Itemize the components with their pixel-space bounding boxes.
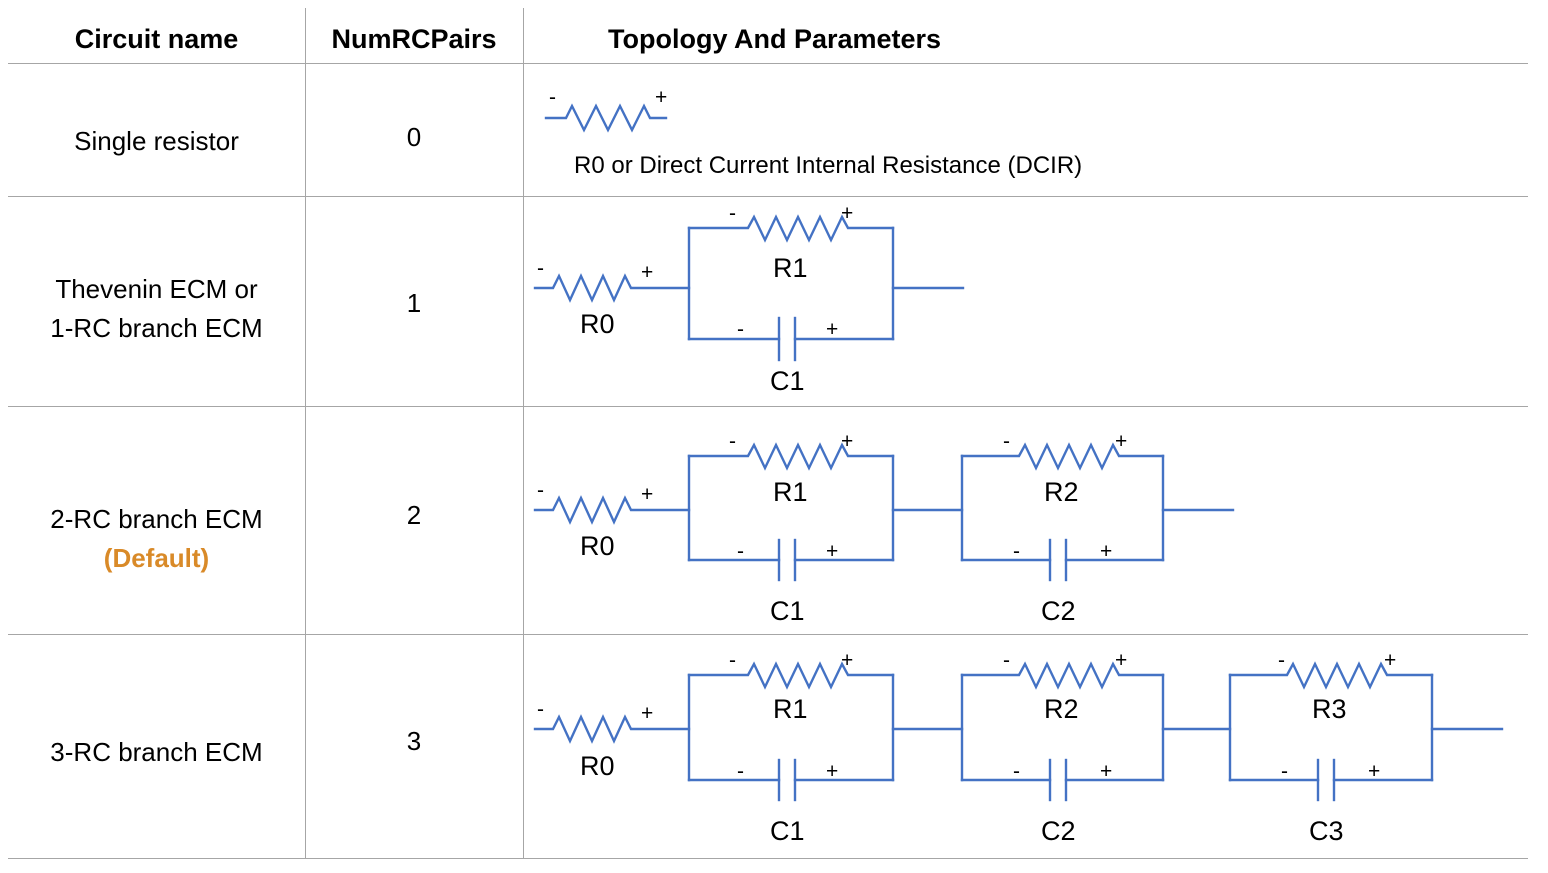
- row3-r0-plus-sign: +: [641, 483, 653, 506]
- row4-c1-plus-sign: +: [826, 760, 838, 783]
- row3-r0-minus-sign: -: [537, 479, 544, 502]
- row3-num-rc-pairs: 2: [406, 500, 422, 530]
- row4-c3-plus-sign: +: [1368, 760, 1380, 783]
- row4-c1-minus-sign: -: [737, 760, 744, 783]
- table-divider-row3: [8, 634, 1528, 635]
- row4-r2-plus-sign: +: [1115, 649, 1127, 672]
- row2-circuit-name: Thevenin ECM or 1-RC branch ECM: [8, 270, 305, 348]
- row1-r0-minus-sign: -: [549, 86, 556, 109]
- row3-c1-minus-sign: -: [737, 540, 744, 563]
- row2-label-r0: R0: [580, 309, 615, 339]
- row2-r0-plus-sign: +: [641, 261, 653, 284]
- row2-num-rc-pairs: 1: [406, 288, 422, 318]
- row3-label-r1: R1: [773, 477, 808, 507]
- row3-resistor-r0-symbol: [533, 495, 691, 525]
- row3-circuit-name: 2-RC branch ECM (Default): [8, 500, 305, 578]
- row4-r1-plus-sign: +: [841, 649, 853, 672]
- row4-r0-plus-sign: +: [641, 702, 653, 725]
- row2-r1-plus-sign: +: [841, 202, 853, 225]
- row3-label-c2: C2: [1041, 596, 1076, 626]
- table-divider-bottom: [8, 858, 1528, 859]
- row4-r3-plus-sign: +: [1384, 649, 1396, 672]
- row2-label-r1: R1: [773, 253, 808, 283]
- row3-label-r0: R0: [580, 531, 615, 561]
- row4-label-r2: R2: [1044, 694, 1079, 724]
- row2-label-c1: C1: [770, 366, 805, 396]
- row2-circuit-name-line2: 1-RC branch ECM: [50, 313, 263, 343]
- row2-r1-minus-sign: -: [729, 202, 736, 225]
- row4-label-c1: C1: [770, 816, 805, 846]
- table-divider-header: [8, 63, 1528, 64]
- header-num-rc-pairs: NumRCPairs: [331, 24, 497, 54]
- table-column-divider-1: [305, 8, 306, 858]
- row3-rc-branch-1: [687, 442, 964, 582]
- row3-circuit-name-line1: 2-RC branch ECM: [50, 504, 263, 534]
- row4-rc-branch-2: [960, 661, 1232, 802]
- row4-label-c2: C2: [1041, 816, 1076, 846]
- row2-rc-branch-1: [687, 214, 965, 362]
- row3-label-r2: R2: [1044, 477, 1079, 507]
- table-column-divider-2: [523, 8, 524, 858]
- table-divider-row2: [8, 406, 1528, 407]
- row3-c2-minus-sign: -: [1013, 540, 1020, 563]
- row1-circuit-name: Single resistor: [74, 126, 239, 156]
- row4-label-r3: R3: [1312, 694, 1347, 724]
- row2-circuit-name-line1: Thevenin ECM or: [55, 274, 258, 304]
- row4-num-rc-pairs: 3: [406, 726, 422, 756]
- row4-c2-plus-sign: +: [1100, 760, 1112, 783]
- row1-num-rc-pairs: 0: [406, 122, 422, 152]
- row4-c3-minus-sign: -: [1281, 760, 1288, 783]
- row4-r2-minus-sign: -: [1003, 649, 1010, 672]
- row4-r1-minus-sign: -: [729, 649, 736, 672]
- row3-r1-minus-sign: -: [729, 430, 736, 453]
- row4-resistor-r0-symbol: [533, 714, 691, 744]
- row3-rc-branch-2: [960, 442, 1235, 582]
- row4-r3-minus-sign: -: [1278, 649, 1285, 672]
- row2-c1-minus-sign: -: [737, 318, 744, 341]
- row2-r0-minus-sign: -: [537, 257, 544, 280]
- row4-rc-branch-1: [687, 661, 964, 802]
- row4-circuit-name: 3-RC branch ECM: [50, 737, 263, 767]
- header-topology-and-parameters: Topology And Parameters: [608, 24, 942, 54]
- row3-r1-plus-sign: +: [841, 430, 853, 453]
- row3-r2-plus-sign: +: [1115, 430, 1127, 453]
- row4-r0-minus-sign: -: [537, 698, 544, 721]
- row4-label-r1: R1: [773, 694, 808, 724]
- row1-resistor-r0-symbol: [544, 103, 668, 133]
- row2-resistor-r0-symbol: [533, 273, 691, 303]
- table-divider-row1: [8, 196, 1528, 197]
- row4-c2-minus-sign: -: [1013, 760, 1020, 783]
- row4-label-c3: C3: [1309, 816, 1344, 846]
- row3-c1-plus-sign: +: [826, 540, 838, 563]
- row3-c2-plus-sign: +: [1100, 540, 1112, 563]
- row3-r2-minus-sign: -: [1003, 430, 1010, 453]
- row3-default-badge: (Default): [103, 543, 210, 573]
- row1-r0-plus-sign: +: [655, 86, 667, 109]
- header-circuit-name: Circuit name: [74, 24, 239, 54]
- row1-topology-caption: R0 or Direct Current Internal Resistance…: [574, 152, 1083, 179]
- row4-label-r0: R0: [580, 751, 615, 781]
- row4-rc-branch-3: [1228, 661, 1504, 802]
- row2-c1-plus-sign: +: [826, 318, 838, 341]
- row3-label-c1: C1: [770, 596, 805, 626]
